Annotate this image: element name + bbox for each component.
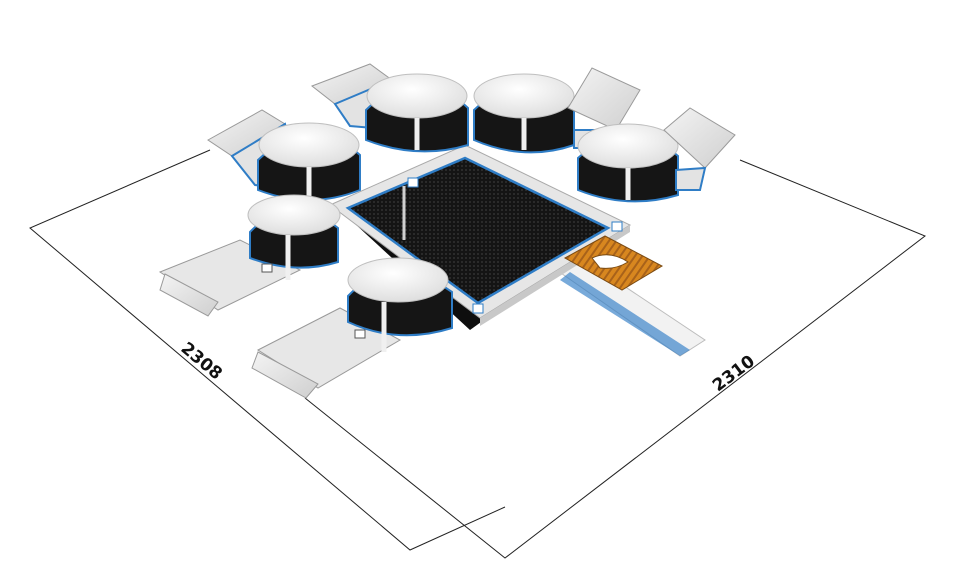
arena-badge-right [611,221,623,232]
pod-front-left-upper [158,194,341,317]
pod-front-left-lower [251,257,453,399]
arena-badge-top [407,177,419,188]
pod-right [577,107,736,203]
pod-back-center-left [310,63,469,153]
dimension-lines [29,149,926,559]
dimension-line-left [29,149,506,551]
dimension-line-right [304,159,926,559]
entry-ramp [563,235,664,291]
dimension-label-left: 2308 [177,339,226,385]
pod-back-left [207,109,361,201]
dimension-label-right: 2310 [709,351,759,396]
arena-badge-bottom [472,303,484,314]
